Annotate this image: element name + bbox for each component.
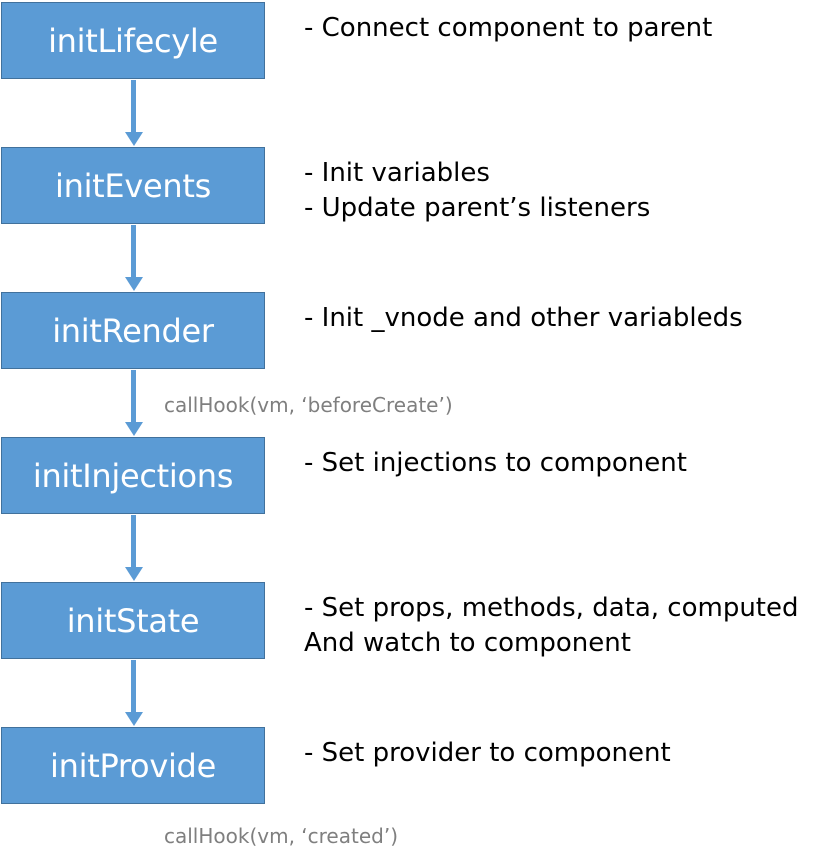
desc-line: And watch to component: [304, 628, 631, 658]
step-init-injections: initInjections: [1, 437, 265, 514]
desc-line: - Set injections to component: [304, 448, 687, 478]
arrow-head: [125, 422, 143, 436]
desc-init-injections: - Set injections to component: [304, 446, 687, 481]
step-init-events: initEvents: [1, 147, 265, 224]
desc-init-events: - Init variables - Update parent’s liste…: [304, 156, 650, 226]
desc-line: - Set props, methods, data, computed: [304, 593, 799, 623]
step-init-render: initRender: [1, 292, 265, 369]
arrow-head: [125, 277, 143, 291]
desc-init-state: - Set props, methods, data, computed And…: [304, 591, 799, 661]
hook-before-create: callHook(vm, ‘beforeCreate’): [164, 393, 453, 417]
step-init-provide: initProvide: [1, 727, 265, 804]
arrow-shaft: [131, 225, 136, 279]
desc-init-provide: - Set provider to component: [304, 736, 671, 771]
step-init-lifecycle: initLifecyle: [1, 2, 265, 79]
arrow-shaft: [131, 660, 136, 714]
desc-line: - Init _vnode and other variableds: [304, 303, 743, 333]
hook-created: callHook(vm, ‘created’): [164, 824, 398, 848]
desc-line: - Update parent’s listeners: [304, 193, 651, 223]
arrow-head: [125, 132, 143, 146]
desc-line: - Connect component to parent: [304, 13, 713, 43]
desc-line: - Set provider to component: [304, 738, 671, 768]
desc-init-lifecycle: - Connect component to parent: [304, 11, 712, 46]
arrow-shaft: [131, 370, 136, 424]
arrow-shaft: [131, 515, 136, 569]
arrow-shaft: [131, 80, 136, 134]
desc-init-render: - Init _vnode and other variableds: [304, 301, 743, 336]
step-init-state: initState: [1, 582, 265, 659]
arrow-head: [125, 712, 143, 726]
arrow-head: [125, 567, 143, 581]
desc-line: - Init variables: [304, 158, 490, 188]
